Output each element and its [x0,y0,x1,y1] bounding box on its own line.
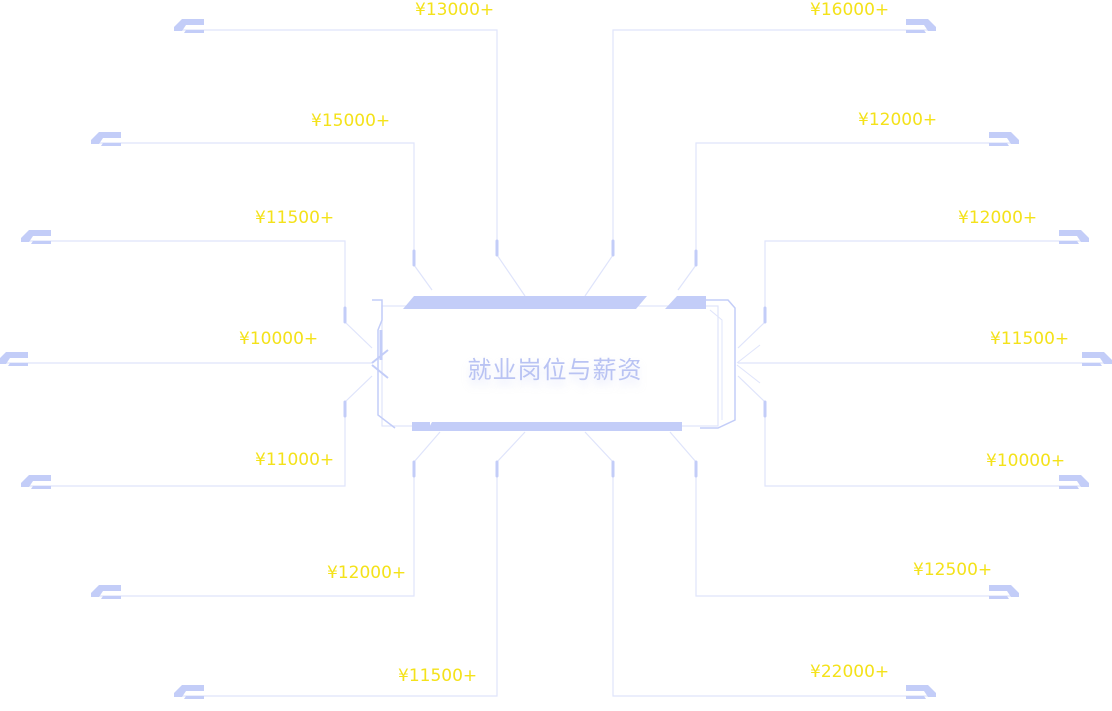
frame-bottom-accent [412,422,430,431]
branch-line-left-7 [178,431,526,697]
branch-line-left-1 [178,29,526,297]
frame-right-trace [700,299,736,429]
salary-label-right-1: ¥16000+ [810,0,890,20]
frame-top-accent [665,296,706,309]
salary-label-right-7: ¥22000+ [810,662,890,682]
bracket-icon-right-7 [906,685,936,699]
branch-line-right-2 [677,142,1015,291]
frame-right-spoke-2 [736,364,761,384]
bracket-icon-right-6 [989,585,1019,599]
salary-label-left-3: ¥11500+ [255,208,335,228]
salary-label-left-4: ¥10000+ [239,329,319,349]
salary-label-left-6: ¥12000+ [327,563,407,583]
salary-label-right-2: ¥12000+ [858,110,938,130]
frame-right-spoke-1 [736,344,761,364]
bracket-icon-left-1 [174,19,204,33]
frame-top-bar [403,296,647,309]
branch-line-right-3 [737,240,1085,349]
branch-line-left-3 [25,240,373,349]
salary-label-right-6: ¥12500+ [913,560,993,580]
bracket-icon-left-5 [21,475,51,489]
salary-label-left-1: ¥13000+ [415,0,495,20]
bracket-icon-left-4 [0,352,28,366]
salary-label-left-7: ¥11500+ [398,666,478,686]
frame-bottom-bar [427,422,682,431]
branch-line-right-6 [669,431,1015,597]
frame-left-trace [372,299,396,429]
branch-line-right-5 [737,375,1085,487]
bracket-icon-right-5 [1059,475,1089,489]
branch-line-left-6 [95,431,441,597]
salary-label-right-5: ¥10000+ [986,451,1066,471]
bracket-icon-right-4 [1082,352,1112,366]
branch-line-left-5 [25,375,373,487]
center-frame [381,305,719,427]
frame-left-notch [371,349,389,364]
salary-label-left-5: ¥11000+ [255,450,335,470]
salary-label-right-4: ¥11500+ [990,329,1070,349]
center-title: 就业岗位与薪资 [467,356,643,384]
frame-right-inner [709,309,723,420]
bracket-icon-right-3 [1059,230,1089,244]
branch-line-right-1 [584,29,932,297]
bracket-icon-left-7 [174,685,204,699]
branch-line-right-7 [584,431,932,697]
bracket-icon-left-6 [91,585,121,599]
bracket-icon-right-1 [906,19,936,33]
bracket-icon-left-2 [91,132,121,146]
branch-line-left-2 [95,142,433,291]
salary-label-right-3: ¥12000+ [958,208,1038,228]
frame-left-notch-2 [371,364,389,379]
salary-label-left-2: ¥15000+ [311,111,391,131]
bracket-icon-left-3 [21,230,51,244]
bracket-icon-right-2 [989,132,1019,146]
